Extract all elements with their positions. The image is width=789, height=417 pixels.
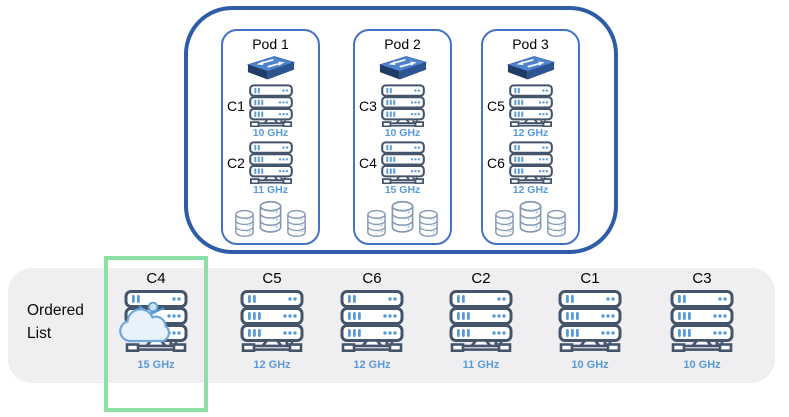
server-icon-wrap: [236, 289, 308, 352]
database-cylinder-icon: [493, 209, 516, 239]
server-icon-wrap: [336, 289, 408, 352]
server-label: C2: [471, 270, 491, 287]
server-icon-wrap: [120, 289, 192, 352]
server-speed: 10 GHz: [571, 359, 609, 371]
server-label: C6: [362, 270, 382, 287]
storage-row: [493, 200, 568, 239]
server-rack-icon: [246, 141, 296, 184]
server-rack-icon: [246, 84, 296, 127]
server-row: C5: [487, 84, 556, 127]
server-speed: 15 GHz: [137, 359, 175, 371]
network-switch-icon: [245, 54, 297, 82]
pod-title: Pod 3: [512, 36, 549, 52]
server-rack-icon: [506, 84, 556, 127]
pod-title: Pod 1: [252, 36, 289, 52]
server-icon-wrap: [554, 289, 626, 352]
ordered-item-c6: C6 12 GHz: [326, 270, 418, 371]
server-rack-icon: [378, 141, 428, 184]
database-cylinder-icon: [517, 200, 544, 235]
server-label: C3: [359, 97, 377, 114]
server-label: C5: [487, 97, 505, 114]
server-label: C3: [692, 270, 712, 287]
server-speed: 11 GHz: [252, 184, 289, 196]
server-speed: 10 GHz: [252, 127, 289, 139]
server-label: C1: [580, 270, 600, 287]
server-rack-icon: [554, 289, 626, 352]
database-cylinder-icon: [545, 209, 568, 239]
server-row: C6: [487, 141, 556, 184]
server-speed: 10 GHz: [384, 127, 421, 139]
ordered-list-label: Ordered List: [27, 302, 84, 343]
server-speed: 12 GHz: [512, 127, 549, 139]
server-speed: 12 GHz: [512, 184, 549, 196]
server-row: C1: [227, 84, 296, 127]
server-icon-wrap: [445, 289, 517, 352]
highlight-box-selected-server: [104, 256, 208, 412]
server-rack-icon: [506, 141, 556, 184]
ordered-item-c3: C3 10 GHz: [656, 270, 748, 371]
server-rack-icon: [666, 289, 738, 352]
server-speed: 11 GHz: [462, 359, 500, 371]
server-row: C4: [359, 141, 428, 184]
server-rack-icon: [236, 289, 308, 352]
server-label: C5: [262, 270, 282, 287]
server-row: C2: [227, 141, 296, 184]
storage-row: [365, 200, 440, 239]
ordered-item-c4: C4 15 GHz: [110, 270, 202, 371]
database-cylinder-icon: [257, 200, 284, 235]
ordered-item-c2: C2 11 GHz: [435, 270, 527, 371]
storage-row: [233, 200, 308, 239]
server-speed: 12 GHz: [353, 359, 391, 371]
server-rack-icon: [336, 289, 408, 352]
network-switch-icon: [505, 54, 557, 82]
pod-title: Pod 2: [384, 36, 421, 52]
ordered-item-c1: C1 10 GHz: [544, 270, 636, 371]
server-label: C1: [227, 97, 245, 114]
database-cylinder-icon: [233, 209, 256, 239]
server-rack-icon: [445, 289, 517, 352]
pod-3: Pod 3 C5 12 GHz C6 12 GHz: [481, 29, 580, 245]
pod-1: Pod 1 C1 10 GHz C2 11 GHz: [221, 29, 320, 245]
server-icon-wrap: [666, 289, 738, 352]
server-rack-icon: [378, 84, 428, 127]
network-switch-icon: [377, 54, 429, 82]
cluster-container: Pod 1 C1 10 GHz C2 11 GHz Pod 2 C3: [184, 6, 618, 254]
server-speed: 10 GHz: [683, 359, 721, 371]
server-speed: 12 GHz: [253, 359, 291, 371]
server-label: C6: [487, 154, 505, 171]
database-cylinder-icon: [285, 209, 308, 239]
server-label: C2: [227, 154, 245, 171]
database-cylinder-icon: [389, 200, 416, 235]
server-label: C4: [359, 154, 377, 171]
cloud-workload-icon: [115, 296, 179, 348]
database-cylinder-icon: [417, 209, 440, 239]
server-label: C4: [146, 270, 166, 287]
pod-2: Pod 2 C3 10 GHz C4 15 GHz: [353, 29, 452, 245]
database-cylinder-icon: [365, 209, 388, 239]
server-row: C3: [359, 84, 428, 127]
server-speed: 15 GHz: [384, 184, 421, 196]
ordered-item-c5: C5 12 GHz: [226, 270, 318, 371]
